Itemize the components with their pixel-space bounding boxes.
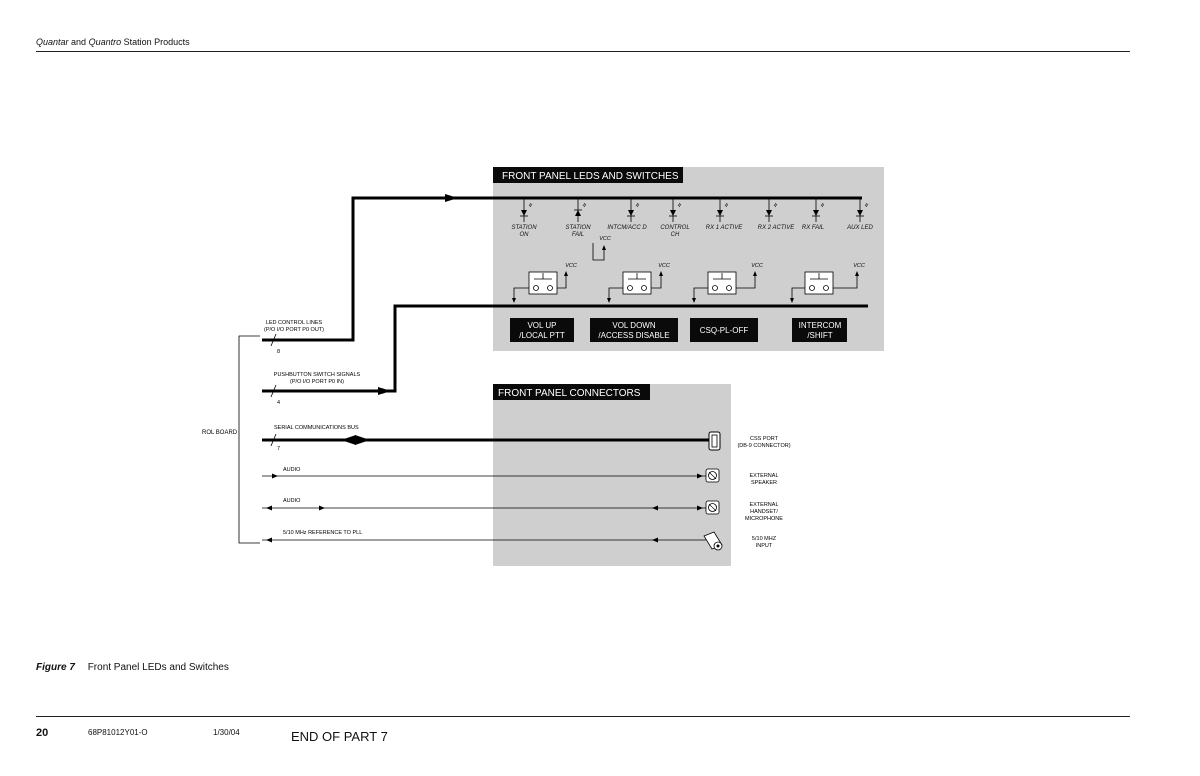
bus-label: PUSHBUTTON SWITCH SIGNALS xyxy=(274,372,361,378)
signal-label: AUDIO xyxy=(283,498,301,504)
led-label: ON xyxy=(520,232,530,238)
switch-group xyxy=(513,271,858,298)
switch-label: INTERCOM xyxy=(799,321,842,330)
connector-label: MICROPHONE xyxy=(745,516,783,522)
led-rx-fail xyxy=(812,198,825,222)
switch-bus-slash xyxy=(270,384,277,398)
serial-arrow-right xyxy=(355,435,370,445)
bus-count: 7 xyxy=(277,446,280,452)
switch-2 xyxy=(608,271,662,298)
control-board-bracket xyxy=(238,335,260,544)
led-label: STATION xyxy=(565,225,591,231)
bus-count: 4 xyxy=(277,400,280,406)
header-tail: Station Products xyxy=(123,37,190,47)
header-product-b: Quantro xyxy=(88,37,122,47)
bnc-connector-icon xyxy=(703,531,723,551)
signal-label: 5/10 MHz REFERENCE TO PLL xyxy=(283,530,362,536)
led-label: RX 2 ACTIVE xyxy=(758,225,795,231)
bus-label: LED CONTROL LINES xyxy=(266,320,323,326)
control-board-label: ROL BOARD xyxy=(202,430,238,436)
speaker-jack-icon xyxy=(705,468,720,483)
bus-label: SERIAL COMMUNICATIONS BUS xyxy=(274,425,359,431)
switch-label: /ACCESS DISABLE xyxy=(598,331,669,340)
connector-label: SPEAKER xyxy=(751,480,777,486)
switch-4 xyxy=(791,271,858,298)
connectors-box xyxy=(493,384,731,566)
leds-box-title-bg xyxy=(493,167,683,183)
connector-label: 5/10 MHZ xyxy=(752,536,777,542)
connector-label: CSS PORT xyxy=(750,436,779,442)
signal-label: AUDIO xyxy=(283,467,301,473)
switch-label: VOL UP xyxy=(527,321,556,330)
led-station-on xyxy=(520,198,533,222)
led-station-fail xyxy=(574,198,606,261)
switch-label: CSQ-PL-OFF xyxy=(700,326,749,335)
led-label: RX 1 ACTIVE xyxy=(706,225,743,231)
figure-number: Figure 7 xyxy=(36,662,75,673)
switch-3 xyxy=(693,271,756,298)
connector-label: EXTERNAL xyxy=(749,473,778,479)
led-rx2 xyxy=(765,198,778,222)
header-and: and xyxy=(71,37,87,47)
vcc-label: VCC xyxy=(565,263,577,269)
led-label: STATION xyxy=(511,225,537,231)
vcc-label: VCC xyxy=(658,263,670,269)
switch-1 xyxy=(513,271,567,298)
vcc-label: VCC xyxy=(853,263,865,269)
switch-label: /LOCAL PTT xyxy=(519,331,565,340)
switch-labels: VOL UP /LOCAL PTT VOL DOWN /ACCESS DISAB… xyxy=(510,318,847,342)
end-of-part: END OF PART 7 xyxy=(291,729,388,744)
vcc-label: VCC xyxy=(751,263,763,269)
doc-date: 1/30/04 xyxy=(213,728,240,737)
db9-connector-icon xyxy=(708,431,721,451)
page-number: 20 xyxy=(36,727,49,739)
led-row xyxy=(520,198,869,261)
led-control-bus xyxy=(262,196,862,342)
switch-label: VOL DOWN xyxy=(612,321,655,330)
switch-label: /SHIFT xyxy=(807,331,832,340)
handset-jack-icon xyxy=(705,500,720,515)
switch-bus-arrow xyxy=(378,387,391,395)
figure-title: Front Panel LEDs and Switches xyxy=(87,662,229,673)
bus-label: (P/O I/O PORT P0 IN) xyxy=(290,379,344,385)
leds-box-title: FRONT PANEL LEDS AND SWITCHES xyxy=(502,171,679,182)
header-product-a: Quantar xyxy=(36,37,69,47)
serial-bus-slash xyxy=(270,433,277,447)
connector-label: (DB-9 CONNECTOR) xyxy=(737,443,790,449)
led-label: AUX LED xyxy=(846,225,873,231)
bus-count: 8 xyxy=(277,349,280,355)
figure-caption: Figure 7 Front Panel LEDs and Switches xyxy=(36,662,229,673)
serial-arrow-left xyxy=(341,435,356,445)
footer-rule xyxy=(36,716,1130,717)
bus-label: (P/O I/O PORT P0 OUT) xyxy=(264,327,324,333)
connector-label: INPUT xyxy=(756,543,773,549)
running-header: Quantar and Quantro Station Products xyxy=(36,37,190,47)
led-intcm xyxy=(627,198,640,222)
connector-label: EXTERNAL xyxy=(749,502,778,508)
header-rule xyxy=(36,51,1130,52)
connector-label: HANDSET/ xyxy=(750,509,778,515)
led-label: RX FAIL xyxy=(802,225,824,231)
led-rx1 xyxy=(716,198,729,222)
led-bus-arrow xyxy=(445,194,458,202)
led-label: CONTROL xyxy=(660,225,689,231)
connectors-box-title: FRONT PANEL CONNECTORS xyxy=(498,388,641,399)
led-aux xyxy=(856,198,869,222)
vcc-label: VCC xyxy=(599,236,611,242)
switch-signal-bus xyxy=(262,304,868,393)
doc-number: 68P81012Y01-O xyxy=(88,728,148,737)
connectors-box-title-bg xyxy=(493,384,650,400)
led-control-ch xyxy=(669,198,682,222)
led-label: CH xyxy=(671,232,680,238)
led-bus-slash xyxy=(270,333,277,347)
led-label: FAIL xyxy=(572,232,584,238)
led-label: INTCM/ACC D xyxy=(607,225,647,231)
